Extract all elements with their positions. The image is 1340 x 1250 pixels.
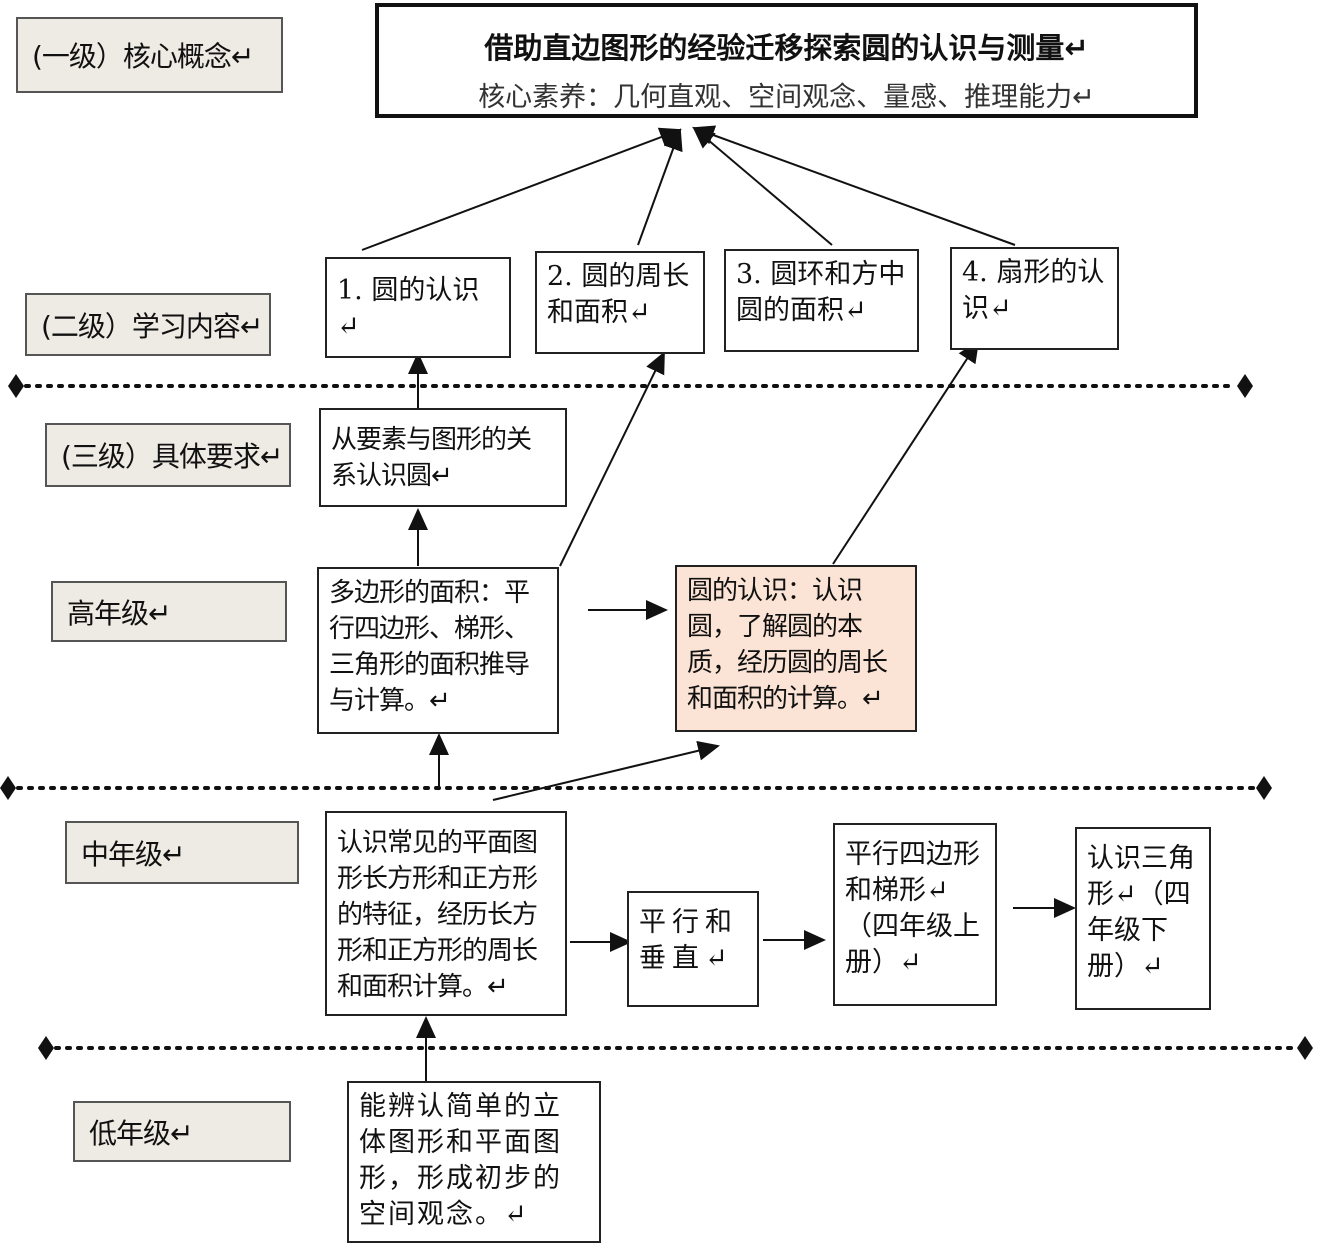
- content-box-2: 2. 圆的周长和面积↵: [535, 251, 705, 354]
- level-label-low: 低年级↵: [73, 1101, 291, 1162]
- level-label-mid: 中年级↵: [65, 821, 299, 884]
- core-concept-box: 借助直边图形的经验迁移探索圆的认识与测量↵ 核心素养：几何直观、空间观念、量感、…: [375, 3, 1198, 118]
- core-literacy: 核心素养：几何直观、空间观念、量感、推理能力↵: [478, 82, 1095, 113]
- solid-plane-shapes-box: 能辨认简单的立体图形和平面图形，形成初步的空间观念。↵: [347, 1081, 601, 1243]
- core-concept-title: 借助直边图形的经验迁移探索圆的认识与测量↵: [484, 31, 1089, 65]
- diamond-icon: [8, 374, 24, 398]
- content-box-1: 1. 圆的认识↵: [325, 257, 511, 358]
- arrow-content1-to-core: [361, 127, 682, 251]
- arrow-circle-to-content4: [832, 340, 980, 565]
- level-label-2: (二级）学习内容↵: [25, 293, 271, 356]
- arrow-mid-to-circle: [492, 740, 720, 801]
- level-label-high: 高年级↵: [51, 581, 287, 642]
- parallelogram-trapezoid-box: 平行四边形和梯形↵（四年级上册）↵: [833, 823, 997, 1006]
- diamond-icon: [0, 776, 16, 800]
- diamond-icon: [1256, 776, 1272, 800]
- parallel-perpendicular-box: 平行和垂直↵: [627, 891, 759, 1007]
- level-label-3: (三级）具体要求↵: [45, 423, 291, 487]
- arrow-poly-to-content2: [559, 351, 665, 567]
- arrow-content2-to-core: [637, 128, 683, 246]
- diamond-icon: [1297, 1036, 1313, 1060]
- requirement-box: 从要素与图形的关系认识圆↵: [319, 408, 567, 507]
- arrow-content4-to-core: [692, 125, 1016, 246]
- diamond-icon: [38, 1036, 54, 1060]
- content-box-3: 3. 圆环和方中圆的面积↵: [724, 249, 919, 352]
- polygon-area-box: 多边形的面积：平行四边形、梯形、三角形的面积推导与计算。↵: [317, 567, 559, 734]
- arrow-content3-to-core: [692, 126, 833, 246]
- diamond-icon: [1237, 374, 1253, 398]
- content-box-4: 4. 扇形的认识↵: [950, 247, 1119, 350]
- triangle-box: 认识三角形↵（四年级下册）↵: [1075, 827, 1211, 1010]
- rect-square-box: 认识常见的平面图形长方形和正方形的特征，经历长方形和正方形的周长和面积计算。↵: [325, 811, 567, 1016]
- level-label-1: (一级）核心概念↵: [16, 17, 283, 93]
- circle-understanding-box: 圆的认识：认识圆，了解圆的本质，经历圆的周长和面积的计算。↵: [675, 565, 917, 732]
